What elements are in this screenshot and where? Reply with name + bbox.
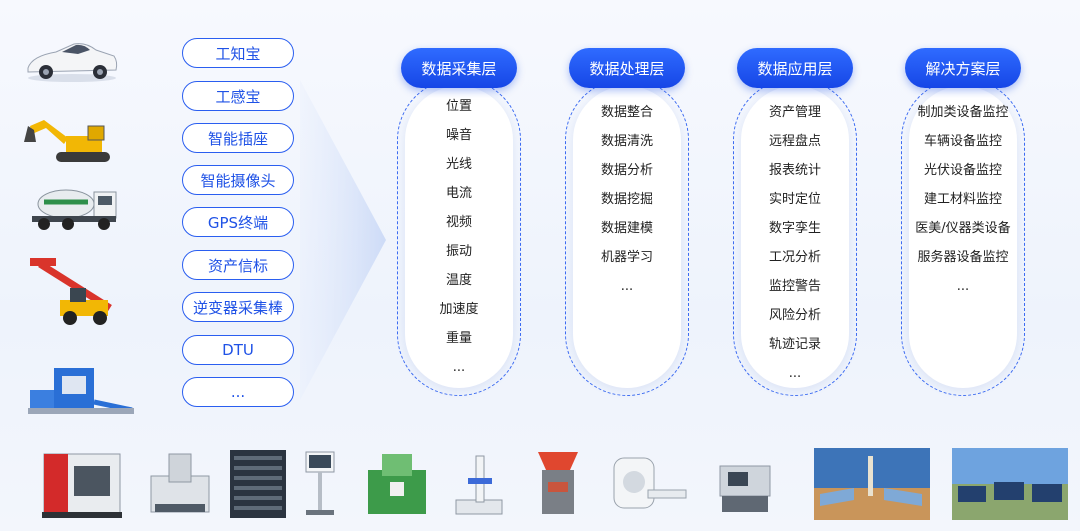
layer-item: 光线 (445, 157, 472, 172)
layer-item: 温度 (445, 273, 472, 288)
device-pill-gps-terminal: GPS终端 (182, 207, 294, 237)
layer-item: 数据建模 (600, 221, 653, 236)
layer-card (405, 86, 513, 388)
layer-item: 远程盘点 (768, 134, 821, 149)
layer-item: 加速度 (439, 302, 479, 317)
layer-item: 视频 (445, 215, 472, 230)
layer-item: 数字孪生 (768, 221, 821, 236)
layer-item: 实时定位 (768, 192, 821, 207)
server-rack-image (228, 448, 288, 520)
forming-machine-image (362, 448, 432, 520)
layer-item: 报表统计 (768, 163, 821, 178)
layer-item: 数据整合 (600, 105, 653, 120)
cnc-machine-image (40, 448, 124, 520)
layer-item: ... (956, 279, 970, 294)
layer-title: 数据应用层 (737, 48, 853, 88)
layer-item: 重量 (445, 331, 472, 346)
layer-item: 噪音 (445, 128, 472, 143)
layer-item: 资产管理 (768, 105, 821, 120)
layer-title: 数据处理层 (569, 48, 685, 88)
layer-item: 数据分析 (600, 163, 653, 178)
layer-items: 数据整合 数据清洗 数据分析 数据挖掘 数据建模 机器学习 ... (565, 102, 689, 305)
reach-stacker-image (22, 256, 122, 328)
layer-item: 电流 (445, 186, 472, 201)
excavator-image (22, 112, 122, 168)
layer-item: ... (452, 360, 466, 375)
layer-card (909, 86, 1017, 388)
layer-item: 振动 (445, 244, 472, 259)
device-pill-more: ... (182, 377, 294, 407)
layer-data-collection: 数据采集层 位置 噪音 光线 电流 视频 振动 温度 加速度 重量 ... (397, 48, 521, 398)
lathe-image (714, 448, 776, 520)
layer-items: 制加类设备监控 车辆设备监控 光伏设备监控 建工材料监控 医美/仪器类设备 服务… (901, 102, 1025, 305)
layer-item: 车辆设备监控 (923, 134, 1002, 149)
layer-item: 工况分析 (768, 250, 821, 265)
layer-card (741, 86, 849, 388)
device-pill-gongzhibao: 工知宝 (182, 38, 294, 68)
layer-item: 监控警告 (768, 279, 821, 294)
solar-panel-array-image (952, 448, 1068, 520)
block-machine-image (24, 360, 136, 420)
funnel-arrow (300, 80, 386, 400)
layer-item: 服务器设备监控 (917, 250, 1009, 265)
medical-monitor-image (300, 448, 340, 520)
device-pill-smart-socket: 智能插座 (182, 123, 294, 153)
layer-item: 制加类设备监控 (917, 105, 1009, 120)
solar-thermal-field-image (814, 448, 930, 520)
layer-card (573, 86, 681, 388)
layer-solution: 解决方案层 制加类设备监控 车辆设备监控 光伏设备监控 建工材料监控 医美/仪器… (901, 48, 1025, 398)
device-pill-gongganbao: 工感宝 (182, 81, 294, 111)
milling-machine-image (145, 448, 215, 520)
layer-item: 医美/仪器类设备 (915, 221, 1011, 236)
layer-item: 位置 (445, 99, 472, 114)
layer-item: 数据清洗 (600, 134, 653, 149)
layer-item: 数据挖掘 (600, 192, 653, 207)
ct-scanner-image (608, 448, 688, 520)
block-press-image (528, 448, 588, 520)
layer-item: 轨迹记录 (768, 337, 821, 352)
microscope-image (446, 448, 512, 520)
layer-item: 机器学习 (600, 250, 653, 265)
device-pill-dtu: DTU (182, 335, 294, 365)
layer-item: 风险分析 (768, 308, 821, 323)
device-pill-asset-beacon: 资产信标 (182, 250, 294, 280)
layer-title: 数据采集层 (401, 48, 517, 88)
layer-title: 解决方案层 (905, 48, 1021, 88)
device-pill-inverter-collector: 逆变器采集棒 (182, 292, 294, 322)
layer-data-application: 数据应用层 资产管理 远程盘点 报表统计 实时定位 数字孪生 工况分析 监控警告… (733, 48, 857, 398)
layer-item: 光伏设备监控 (923, 163, 1002, 178)
layer-item: ... (788, 366, 802, 381)
layer-item: 建工材料监控 (923, 192, 1002, 207)
layer-items: 资产管理 远程盘点 报表统计 实时定位 数字孪生 工况分析 监控警告 风险分析 … (733, 102, 857, 392)
device-pill-smart-camera: 智能摄像头 (182, 165, 294, 195)
layer-data-processing: 数据处理层 数据整合 数据清洗 数据分析 数据挖掘 数据建模 机器学习 ... (565, 48, 689, 398)
layer-item: ... (620, 279, 634, 294)
layer-items: 位置 噪音 光线 电流 视频 振动 温度 加速度 重量 ... (397, 96, 521, 386)
sports-car-image (22, 32, 122, 84)
cement-mixer-truck-image (22, 180, 122, 234)
